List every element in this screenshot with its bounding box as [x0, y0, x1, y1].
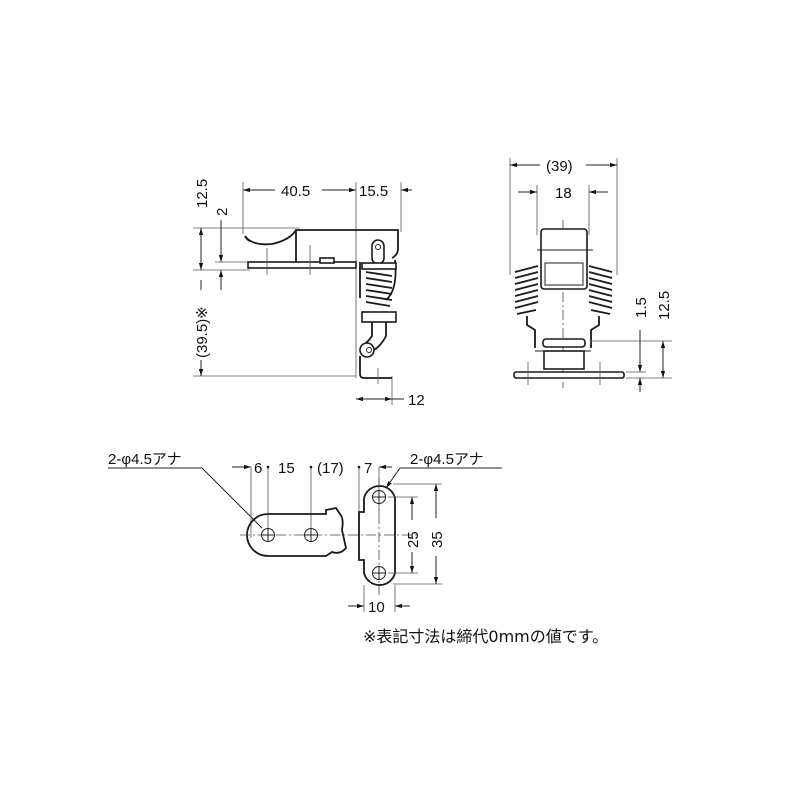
dim-18: 18: [555, 185, 572, 202]
hole-icon: [372, 566, 386, 580]
front-view: (39) 18 1.5 12.5: [509, 158, 673, 392]
right-spring-icon: [588, 265, 613, 315]
hole-label-right: 2-φ4.5アナ: [410, 451, 484, 468]
dim-15-5: 15.5: [359, 183, 388, 200]
hole-icon: [372, 490, 386, 504]
dim-17: (17): [317, 460, 344, 477]
dim-6: 6: [254, 460, 262, 477]
dim-10: 10: [368, 599, 385, 616]
spring-icon: [365, 271, 393, 307]
hole-icon: [261, 528, 275, 542]
dim-15: 15: [278, 460, 295, 477]
dim-12-5-side: 12.5: [194, 179, 211, 208]
hole-icon: [304, 528, 318, 542]
dim-7: 7: [364, 460, 372, 477]
dim-25: 25: [405, 531, 422, 548]
dim-39-5: (39.5)※: [194, 306, 211, 358]
dim-2: 2: [214, 208, 231, 216]
dim-40-5: 40.5: [281, 183, 310, 200]
footnote: ※表記寸法は締代0mmの値です。: [363, 627, 608, 646]
side-view: 40.5 15.5 12.5 2 (39.5)※ 12: [193, 179, 425, 409]
hole-label-left: 2-φ4.5アナ: [108, 451, 182, 468]
dim-12-5-front: 12.5: [656, 291, 673, 320]
dim-12: 12: [408, 392, 425, 409]
left-spring-icon: [514, 265, 539, 315]
dim-35: 35: [429, 531, 446, 548]
dim-39: (39): [546, 158, 573, 175]
bottom-views: 2-φ4.5アナ 6 15 (17) 7: [108, 451, 502, 616]
dim-1-5: 1.5: [633, 297, 650, 318]
